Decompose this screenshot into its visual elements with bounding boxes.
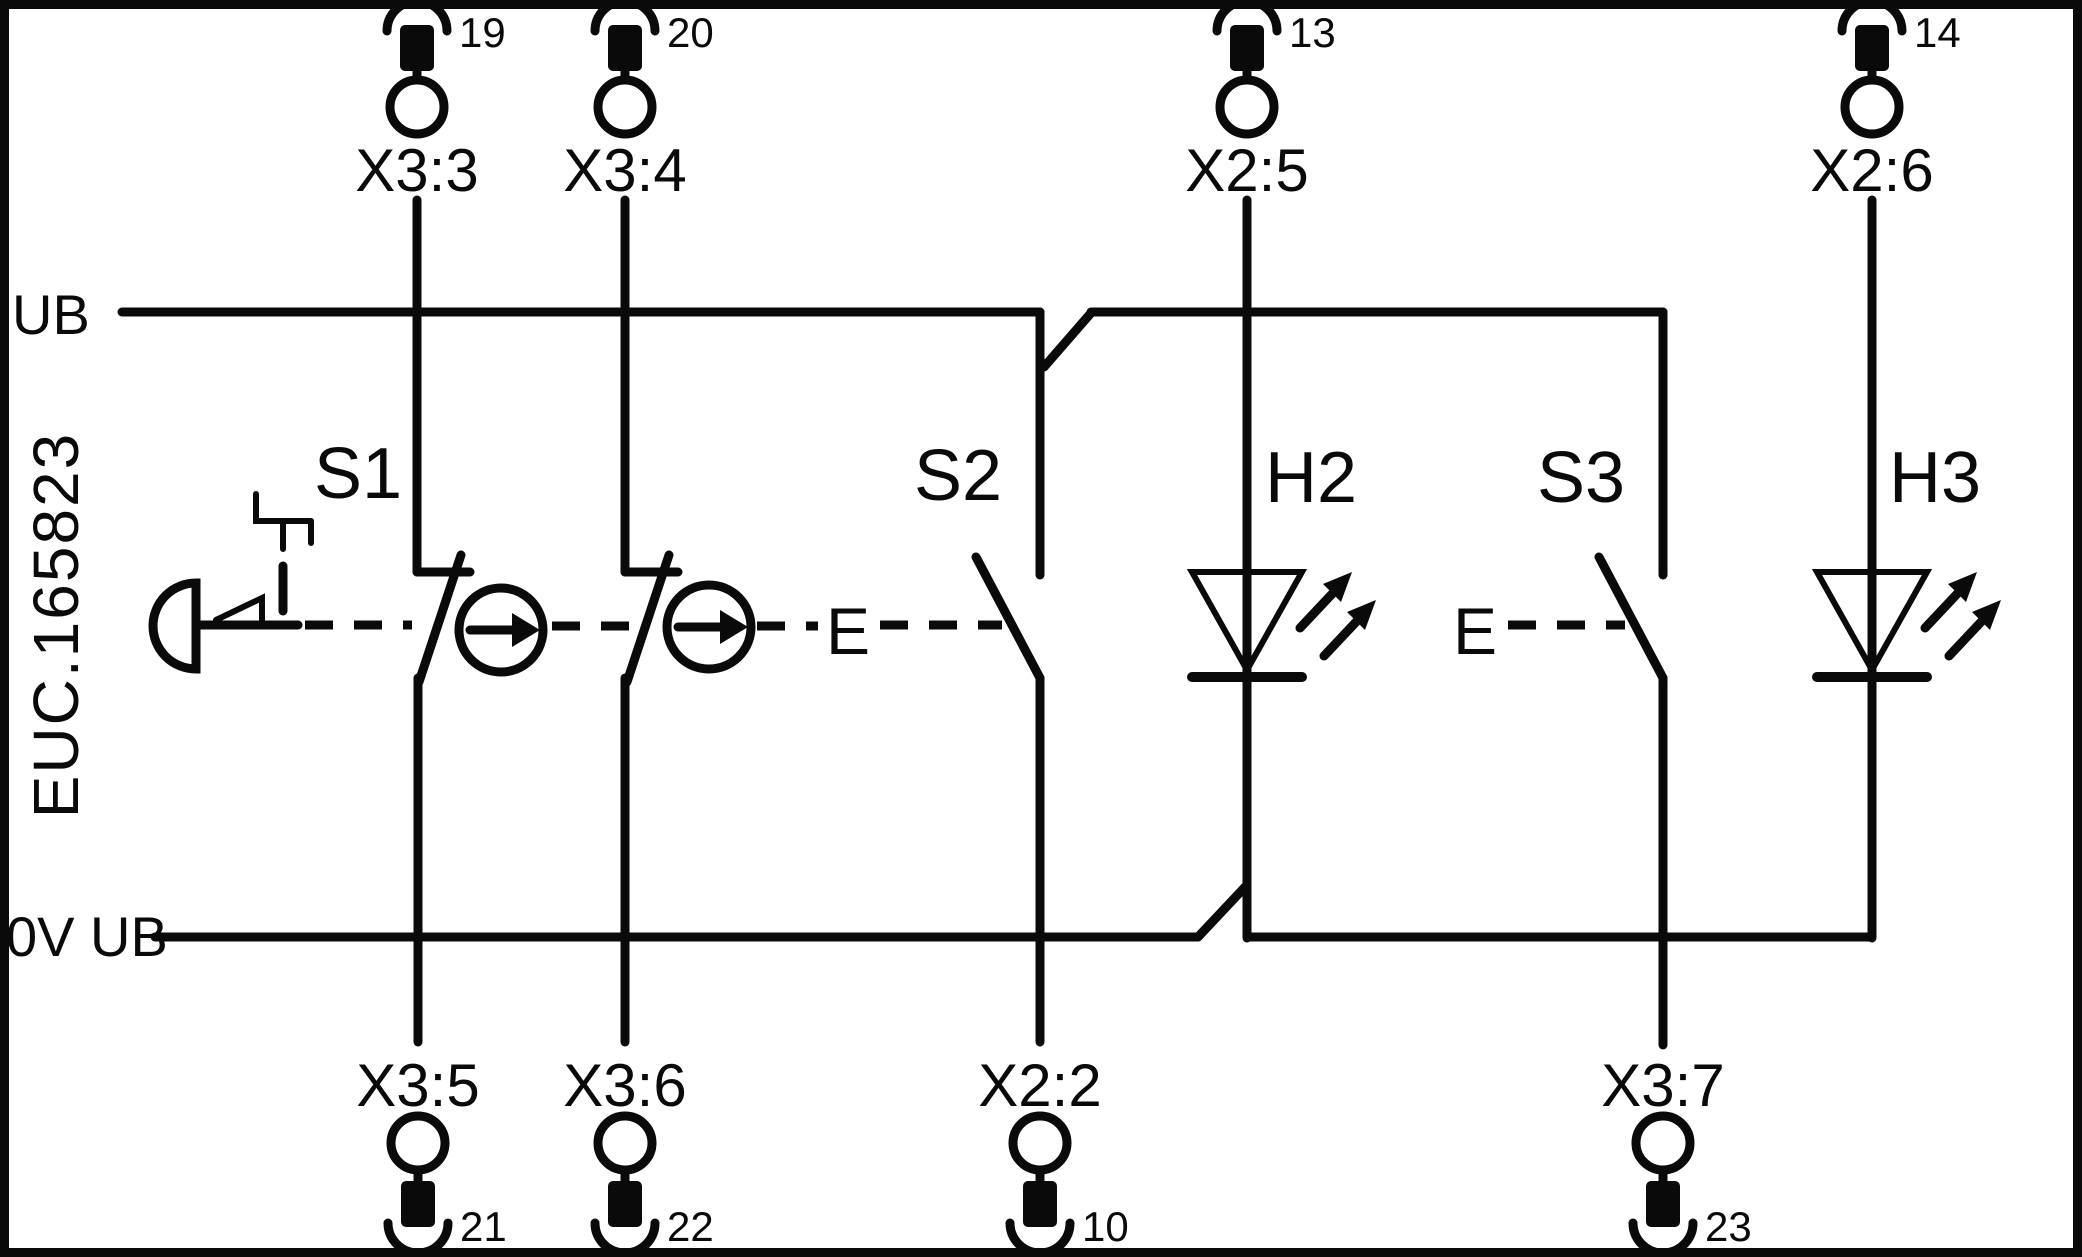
- positive-opening-arrowhead-icon: [512, 613, 540, 647]
- socket-circle-icon: [1840, 75, 1904, 139]
- s3-contact-arm: [1594, 552, 1668, 683]
- mushroom-head-icon: [148, 578, 201, 674]
- emission-arrowhead-icon: [1323, 572, 1352, 602]
- pin-number: 14: [1914, 9, 1961, 56]
- socket-circle-icon: [593, 75, 657, 139]
- terminal-top-x2-6: 14 X2:6: [1810, 0, 1961, 204]
- rail-label-ub: UB: [12, 283, 90, 346]
- plug-arc-icon: [590, 1218, 660, 1257]
- emission-arrow-shaft: [1319, 617, 1361, 661]
- terminal-bottom-x3-5: X3:5 21: [356, 1052, 507, 1257]
- h2-led: H2: [1186, 438, 1376, 682]
- socket-circle-icon: [386, 1111, 450, 1175]
- plug-arc-icon: [1837, 0, 1907, 36]
- s1a-contact-arm: [414, 550, 466, 687]
- terminal-bottom-x3-6: X3:6 22: [563, 1052, 714, 1257]
- actuation-label-e: E: [826, 594, 870, 668]
- pin-number: 22: [667, 1203, 714, 1250]
- plug-arc-icon: [1212, 0, 1282, 36]
- branch-wires: [412, 195, 1877, 1050]
- pin-number: 21: [460, 1203, 507, 1250]
- s1-assembly: S1: [148, 434, 818, 687]
- terminal-label: X3:7: [1601, 1052, 1724, 1119]
- terminal-label: X3:5: [356, 1052, 479, 1119]
- terminal-label: X3:6: [563, 1052, 686, 1119]
- plug-arc-icon: [382, 0, 452, 36]
- plug-arc-icon: [383, 1218, 453, 1257]
- terminal-label: X3:3: [355, 137, 478, 204]
- terminal-bottom-x2-2: X2:2 10: [978, 1052, 1129, 1257]
- positive-opening-arrowhead-icon: [720, 610, 748, 644]
- emission-arrowhead-icon: [1347, 600, 1376, 630]
- ub-rail-jog: [1039, 308, 1096, 372]
- device-id-title: EUC.165823: [20, 432, 92, 818]
- rail-label-0v-ub: 0V UB: [6, 905, 168, 968]
- emission-arrow-shaft: [1920, 589, 1962, 633]
- emission-arrowhead-icon: [1948, 572, 1977, 602]
- terminal-label: X2:6: [1810, 137, 1933, 204]
- terminal-top-x3-3: 19 X3:3: [355, 0, 506, 204]
- plug-pin-icon: [1230, 25, 1264, 71]
- emission-arrowhead-icon: [1972, 600, 2001, 630]
- s2-assembly: S2 E: [826, 436, 1045, 683]
- plug-pin-icon: [608, 1181, 642, 1227]
- component-ref-h2: H2: [1265, 438, 1357, 518]
- rail-ub: UB: [12, 283, 1668, 372]
- emission-arrow-shaft: [1295, 589, 1337, 633]
- component-ref-s3: S3: [1537, 438, 1625, 518]
- pin-number: 23: [1705, 1203, 1752, 1250]
- emission-arrow-shaft: [1944, 617, 1986, 661]
- plug-pin-icon: [1023, 1181, 1057, 1227]
- plug-pin-icon: [401, 1181, 435, 1227]
- component-ref-h3: H3: [1889, 438, 1981, 518]
- plug-arc-icon: [1628, 1218, 1698, 1257]
- h3-led: H3: [1811, 438, 2001, 682]
- rail-0v-ub: 0V UB: [6, 882, 1877, 968]
- plug-arc-icon: [590, 0, 660, 36]
- pin-number: 10: [1082, 1203, 1129, 1250]
- component-ref-s1: S1: [314, 434, 402, 514]
- terminal-bottom-x3-7: X3:7 23: [1601, 1052, 1752, 1257]
- plug-pin-icon: [1855, 25, 1889, 71]
- s2-contact-arm: [971, 552, 1045, 683]
- pin-number: 13: [1289, 9, 1336, 56]
- s1b-contact-arm: [622, 550, 674, 687]
- component-ref-s2: S2: [914, 436, 1002, 516]
- socket-circle-icon: [385, 75, 449, 139]
- 0v-rail-jog: [1193, 882, 1250, 942]
- socket-circle-icon: [1215, 75, 1279, 139]
- pin-number: 19: [459, 9, 506, 56]
- plug-pin-icon: [1646, 1181, 1680, 1227]
- s3-assembly: S3 E: [1453, 438, 1668, 683]
- terminal-top-x2-5: 13 X2:5: [1185, 0, 1336, 204]
- plug-pin-icon: [608, 25, 642, 71]
- led-triangle-icon: [1811, 569, 1933, 677]
- terminal-label: X2:5: [1185, 137, 1308, 204]
- socket-circle-icon: [1631, 1111, 1695, 1175]
- twist-release-icon: [253, 491, 314, 552]
- detent-latch-icon: [213, 593, 265, 623]
- terminal-label: X3:4: [563, 137, 686, 204]
- plug-arc-icon: [1005, 1218, 1075, 1257]
- terminal-top-x3-4: 20 X3:4: [563, 0, 714, 204]
- socket-circle-icon: [593, 1111, 657, 1175]
- pin-number: 20: [667, 9, 714, 56]
- led-triangle-icon: [1186, 569, 1308, 677]
- actuation-label-e: E: [1453, 594, 1497, 668]
- plug-pin-icon: [400, 25, 434, 71]
- socket-circle-icon: [1008, 1111, 1072, 1175]
- terminal-label: X2:2: [978, 1052, 1101, 1119]
